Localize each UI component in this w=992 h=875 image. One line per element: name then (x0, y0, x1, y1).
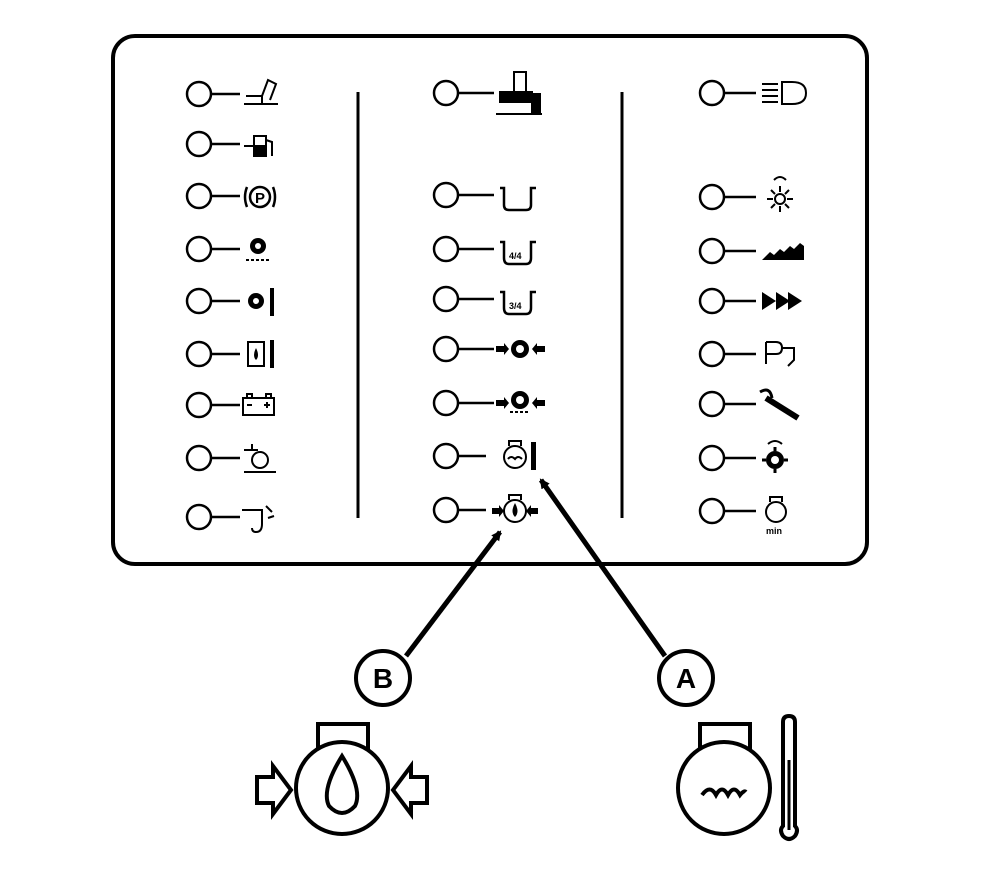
seat-belt-icon (242, 505, 275, 534)
indicator-row-right-3 (698, 237, 804, 265)
callout-a: A (657, 649, 715, 707)
enlarged-engine-coolant-temperature-icon (676, 713, 799, 841)
callout-arrow-b (404, 530, 502, 658)
transmission-temperature-icon (248, 288, 274, 316)
hydraulic-tank-icon (500, 186, 536, 212)
rotating-beacon-icon (767, 176, 793, 212)
hydraulic-tank-three-quarters-icon: 3/4 (500, 290, 536, 316)
indicator-row-middle-8 (432, 494, 538, 524)
callout-b: B (354, 649, 412, 707)
engine-service-label: min (766, 526, 782, 536)
hydraulic-tank-four-quarters-icon: 4/4 (500, 240, 536, 266)
transmission-filter-icon (246, 238, 270, 261)
indicator-row-middle-1 (432, 71, 542, 115)
indicator-row-right-4 (698, 287, 802, 315)
indicator-row-right-5 (698, 340, 795, 368)
service-wrench-icon (759, 388, 800, 421)
indicator-row-middle-4: 3/4 (432, 285, 536, 316)
indicator-row-left-4 (185, 235, 270, 263)
indicator-row-left-1 (185, 78, 278, 108)
indicator-row-right-7 (698, 440, 788, 473)
tank-level-label: 3/4 (509, 301, 522, 311)
callout-arrow-a (538, 478, 668, 658)
indicator-row-middle-7 (432, 440, 536, 470)
svg-text:P: P (255, 190, 265, 207)
headlight-high-beam-icon (762, 81, 808, 105)
indicator-row-middle-5 (432, 335, 545, 363)
callout-a-label: A (676, 663, 696, 694)
engine-air-filter-icon (244, 444, 276, 473)
indicator-row-right-8: min (698, 496, 787, 536)
bucket-position-icon (244, 78, 278, 105)
battery-charge-icon (242, 393, 275, 416)
indicator-row-left-8 (185, 444, 276, 473)
indicator-row-left-5 (185, 287, 274, 316)
tank-level-label: 4/4 (509, 251, 522, 261)
callout-b-label: B (373, 663, 393, 694)
transmission-pressure-high-icon (496, 391, 545, 413)
parking-brake-icon: P (243, 185, 277, 209)
indicator-row-right-1 (698, 79, 808, 107)
indicator-row-middle-3: 4/4 (432, 235, 536, 266)
indicator-row-left-6 (185, 340, 274, 368)
indicator-row-left-3: P (185, 182, 277, 210)
hydraulic-oil-level-icon (247, 340, 274, 368)
brake-warning-icon (762, 292, 802, 310)
hydraulic-lock-icon (765, 341, 795, 367)
engine-coolant-temperature-icon (503, 440, 536, 470)
enlarged-engine-oil-pressure-icon (255, 722, 429, 836)
fuel-level-icon (244, 135, 273, 157)
engine-oil-pressure-icon (492, 494, 538, 523)
indicator-row-left-2 (185, 130, 273, 158)
operator-seat-icon (496, 71, 542, 115)
ride-control-icon (762, 243, 804, 260)
indicator-row-middle-6 (432, 389, 545, 417)
indicator-row-left-9 (185, 503, 275, 534)
indicator-row-right-6 (698, 388, 800, 421)
indicator-row-right-2 (698, 176, 793, 212)
indicator-row-left-7 (185, 391, 275, 419)
indicator-row-middle-2 (432, 181, 536, 212)
engine-service-icon: min (765, 496, 787, 536)
engine-check-gear-icon (762, 440, 788, 473)
transmission-pressure-icon (496, 340, 545, 358)
